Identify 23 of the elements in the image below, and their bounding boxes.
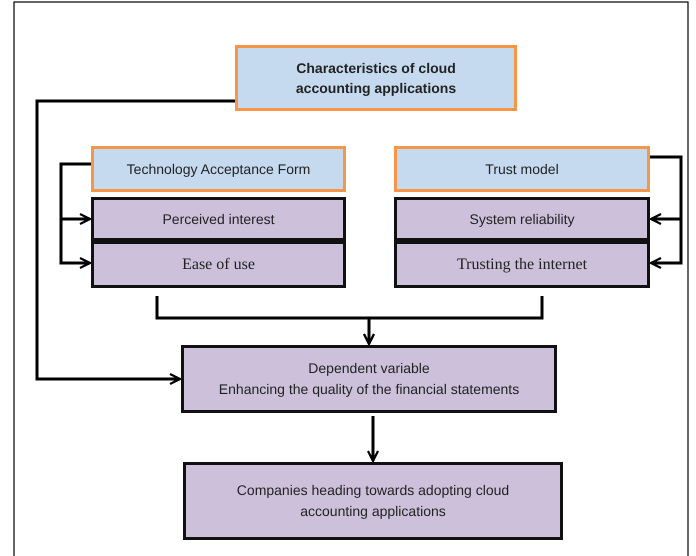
box-text: Ease of use — [181, 254, 256, 274]
box-text: Technology Acceptance Form — [126, 160, 312, 179]
box-text: Characteristics of cloud accounting applications — [294, 58, 458, 98]
box-text: Enhancing the quality of the financial statements — [218, 380, 520, 399]
arrow — [366, 416, 380, 462]
process-box — [394, 197, 650, 241]
process-box — [181, 345, 557, 413]
arrow — [36, 100, 235, 386]
process-box — [91, 241, 346, 288]
heading-box — [235, 45, 517, 111]
heading-box — [91, 146, 346, 192]
box-text: Companies heading towards adopting cloud accounting applications — [236, 481, 510, 521]
box-text: Trust model — [484, 160, 560, 178]
arrow — [362, 296, 544, 346]
box-text: Trusting the internet — [456, 254, 588, 274]
process-box — [394, 241, 650, 288]
process-box — [91, 197, 346, 241]
box-text: System reliability — [468, 210, 576, 229]
heading-box — [394, 146, 650, 192]
box-text: Perceived interest — [161, 210, 276, 228]
arrow — [650, 156, 682, 270]
box-text: Dependent variable — [307, 359, 431, 378]
process-box — [183, 462, 563, 540]
